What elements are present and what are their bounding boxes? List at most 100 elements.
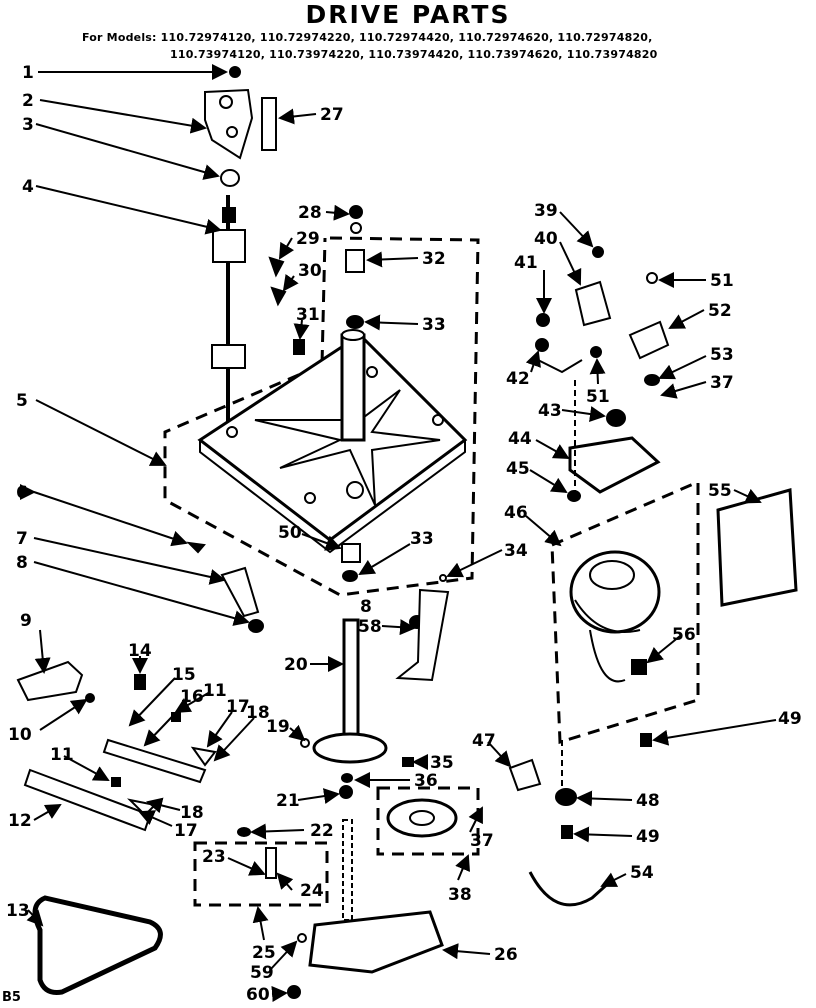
leader-40: [559, 241, 582, 286]
leader-3: [35, 123, 220, 180]
callout-26: 26: [494, 945, 518, 965]
part-34-clip: [439, 574, 447, 582]
callout-labels: 1 2 3 4 5 6 7 8 8 9 10 11 11 12 13 14 15…: [6, 63, 802, 1005]
callout-24: 24: [300, 881, 324, 901]
base-hole-1: [226, 426, 238, 438]
leader-33: [364, 314, 419, 331]
leader-43: [561, 406, 606, 422]
callout-9: 9: [20, 611, 32, 631]
part-7-bracket: [220, 566, 260, 618]
part-51-bolt: [646, 272, 658, 284]
callout-35: 35: [430, 753, 454, 773]
callout-44: 44: [508, 429, 532, 449]
callout-7: 7: [16, 529, 28, 549]
part-31-screw: [293, 339, 305, 355]
leader-7: [33, 537, 226, 585]
callout-43: 43: [538, 401, 562, 421]
callout-10: 10: [8, 725, 32, 745]
part-17-18-clip: [190, 746, 217, 767]
part-59-ring: [297, 933, 307, 943]
part-26-gearcase: [308, 910, 444, 974]
leader-48: [576, 790, 633, 807]
part-42-nut: [535, 338, 549, 352]
part-46-motor: [569, 550, 661, 634]
callout-15: 15: [172, 665, 196, 685]
model-list-line-1: For Models: 110.72974120, 110.72974220, …: [82, 31, 653, 44]
callout-31: 31: [296, 305, 320, 325]
leader-30: [282, 273, 299, 292]
leader-17b: [138, 810, 173, 827]
leader-27: [278, 108, 317, 125]
page-reference: B5: [2, 990, 21, 1005]
part-32-bushing: [345, 249, 365, 273]
leader-26: [442, 943, 491, 960]
part-39-nut: [592, 246, 604, 258]
leader-54: [600, 872, 627, 887]
part-20-shaft: [342, 618, 360, 742]
model-list-line-2: 110.73974120, 110.73974220, 110.73974420…: [170, 48, 658, 61]
callout-60: 60: [246, 985, 270, 1005]
part-5-center-tube: [340, 333, 366, 442]
leader-44: [535, 439, 570, 459]
part-46-motor-body: [574, 599, 641, 633]
callout-12: 12: [8, 811, 32, 831]
leader-11b: [63, 755, 110, 781]
part-55-panel: [716, 488, 798, 607]
base-hole-4: [366, 366, 378, 378]
leader-47: [487, 741, 512, 768]
leader-4: [35, 185, 222, 235]
part-43-grommet: [606, 409, 626, 427]
part-27-strip: [261, 97, 277, 151]
callout-40: 40: [534, 229, 558, 249]
callout-8b: 8: [360, 597, 372, 617]
leader-59: [269, 940, 298, 971]
leader-31: [293, 319, 310, 340]
part-19-clip: [300, 738, 310, 748]
callout-50: 50: [278, 523, 302, 543]
callout-21: 21: [276, 791, 300, 811]
callout-22: 22: [310, 821, 334, 841]
part-28-nut: [349, 205, 363, 219]
callout-45: 45: [506, 459, 530, 479]
callout-54: 54: [630, 863, 654, 883]
leader-34: [446, 549, 503, 578]
leader-2: [39, 99, 207, 134]
pulley-assembly-outline: [376, 786, 480, 856]
part-47-coupling: [508, 758, 542, 792]
callout-17: 17: [226, 697, 250, 717]
leader-46: [525, 515, 562, 547]
callout-52: 52: [708, 301, 732, 321]
callout-46: 46: [504, 503, 528, 523]
callout-56: 56: [672, 625, 696, 645]
part-4-upper-clip: [212, 229, 246, 263]
callout-19: 19: [266, 717, 290, 737]
leader-45: [529, 469, 568, 494]
callout-37: 37: [470, 831, 494, 851]
part-53-nut: [644, 374, 660, 386]
leader-6: [33, 491, 188, 547]
part-52-bracket: [628, 320, 670, 360]
part-44-motor-bracket: [568, 436, 661, 494]
leader-17: [206, 711, 233, 748]
callout-58: 58: [358, 617, 382, 637]
part-41-washer: [536, 313, 550, 327]
part-16-rail: [102, 738, 207, 784]
part-3-bushing: [220, 169, 240, 187]
leader-38: [455, 854, 470, 881]
callout-2: 2: [22, 91, 34, 111]
part-22-washer: [237, 827, 251, 837]
part-48-clamp: [555, 788, 577, 806]
leader-37b: [660, 381, 707, 399]
callout-18b: 18: [180, 803, 204, 823]
callout-8: 8: [16, 553, 28, 573]
leader-56: [646, 635, 681, 664]
leader-42: [525, 350, 541, 373]
callout-20: 20: [284, 655, 308, 675]
leader-58: [381, 619, 416, 636]
leader-49: [652, 719, 777, 746]
leader-49b: [573, 826, 633, 843]
callout-47: 47: [472, 731, 496, 751]
part-24-pump-shaft: [265, 847, 277, 879]
part-56-wire: [589, 629, 626, 683]
